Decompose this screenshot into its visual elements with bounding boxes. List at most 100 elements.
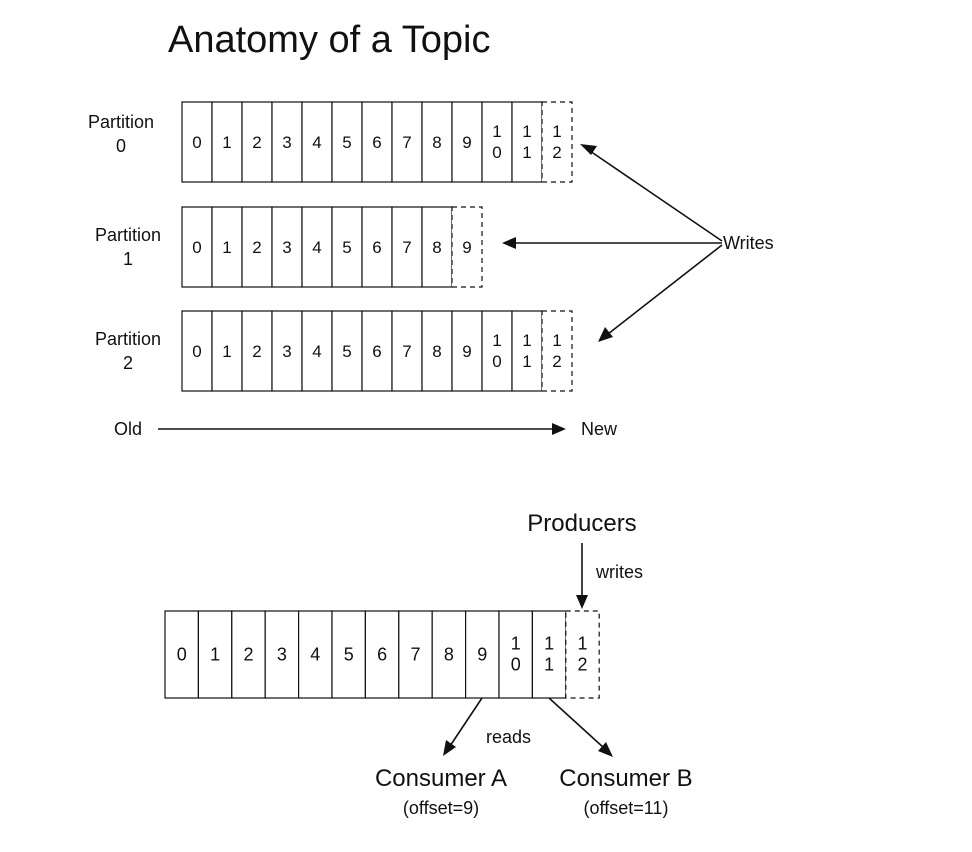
log-cell-9 xyxy=(465,610,500,699)
partition-0-cell-8 xyxy=(421,101,453,183)
consumer-b-read-arrowhead xyxy=(598,742,613,757)
partition-0-cell-7 xyxy=(391,101,423,183)
partition-2-cell-3 xyxy=(271,310,303,392)
partition-1-cell-label-9: 9 xyxy=(462,238,471,257)
writes-label: Writes xyxy=(723,233,774,253)
consumer-a-read-arrowhead xyxy=(443,740,456,756)
partition-0-cell-label-0: 0 xyxy=(192,133,201,152)
partition-0-cell-4 xyxy=(301,101,333,183)
reads-label: reads xyxy=(486,727,531,747)
log-cell-11 xyxy=(531,610,567,699)
partition-1-cell-label-6: 6 xyxy=(372,238,381,257)
partition-2-cell-label-8: 8 xyxy=(432,342,441,361)
diagram-title: Anatomy of a Topic xyxy=(168,19,490,61)
partition-2-cell-0 xyxy=(181,310,213,392)
consumer-a-offset: (offset=9) xyxy=(403,798,479,818)
partition-2-cell-label-3: 3 xyxy=(282,342,291,361)
timeline-arrowhead xyxy=(552,423,566,435)
partition-1-cell-4 xyxy=(301,206,333,288)
writes-arrowhead-partition-1 xyxy=(502,237,516,249)
partition-1-cell-label-4: 4 xyxy=(312,238,321,257)
log-cell-label-0: 0 xyxy=(177,645,187,665)
partition-2-cell-label-5: 5 xyxy=(342,342,351,361)
log-cell-4 xyxy=(298,610,333,699)
partition-0-cell-label-6: 6 xyxy=(372,133,381,152)
partition-1-cell-9 xyxy=(451,206,483,288)
writes-arrowhead-partition-2 xyxy=(598,327,613,342)
partition-1-cell-label-3: 3 xyxy=(282,238,291,257)
partition-0-cell-label-1: 1 xyxy=(222,133,231,152)
partition-0-cell-label-5: 5 xyxy=(342,133,351,152)
log-cell-5 xyxy=(331,610,367,699)
producers-write-arrowhead xyxy=(576,595,588,609)
log-cell-label-5: 5 xyxy=(344,645,354,665)
partition-0-label-line1: Partition xyxy=(88,112,154,132)
partition-2-label-line1: Partition xyxy=(95,329,161,349)
log-cell-3 xyxy=(264,610,300,699)
partition-0-label-line2: 0 xyxy=(116,136,126,156)
consumer-a-read-arrow xyxy=(449,697,483,747)
partition-0-cell-label-7: 7 xyxy=(402,133,411,152)
log-cell-label-1: 1 xyxy=(210,645,220,665)
producers-writes-label: writes xyxy=(595,562,643,582)
log-cell-7 xyxy=(398,610,433,699)
log-cell-label-6: 6 xyxy=(377,645,387,665)
partition-2-label-line2: 2 xyxy=(123,353,133,373)
partition-1-cell-label-5: 5 xyxy=(342,238,351,257)
writes-arrows xyxy=(502,144,723,342)
partition-1-cell-1 xyxy=(211,206,243,288)
partition-0-cell-6 xyxy=(361,101,393,183)
partition-2-cell-11 xyxy=(511,310,543,392)
timeline-old-label: Old xyxy=(114,419,142,439)
partition-0-cell-1 xyxy=(211,101,243,183)
partition-2-cell-10 xyxy=(481,310,513,392)
partition-0-cell-9 xyxy=(451,101,483,183)
partition-0-cell-10 xyxy=(481,101,513,183)
writes-arrow-partition-2 xyxy=(607,244,723,335)
partition-1-cell-label-8: 8 xyxy=(432,238,441,257)
partition-1-cell-label-7: 7 xyxy=(402,238,411,257)
partition-1-label-line2: 1 xyxy=(123,249,133,269)
partition-2-cell-label-6: 6 xyxy=(372,342,381,361)
log-cell-12 xyxy=(565,610,600,699)
log-cell-label-8: 8 xyxy=(444,645,454,665)
partition-1-label-line1: Partition xyxy=(95,225,161,245)
partition-2-cell-label-2: 2 xyxy=(252,342,261,361)
partition-1-cell-0 xyxy=(181,206,213,288)
log-cell-1 xyxy=(197,610,233,699)
log-cell-10 xyxy=(498,610,534,699)
partition-0-cell-label-2: 2 xyxy=(252,133,261,152)
consumer-b-name: Consumer B xyxy=(559,765,692,792)
log-cell-8 xyxy=(431,610,467,699)
partition-1-cell-5 xyxy=(331,206,363,288)
partition-0-cell-2 xyxy=(241,101,273,183)
partition-1-cell-label-0: 0 xyxy=(192,238,201,257)
partition-1-cell-3 xyxy=(271,206,303,288)
partition-2-cell-label-1: 1 xyxy=(222,342,231,361)
partition-0-cell-5 xyxy=(331,101,363,183)
partition-0-cell-label-4: 4 xyxy=(312,133,321,152)
log-cell-label-2: 2 xyxy=(243,645,253,665)
partition-2-cell-8 xyxy=(421,310,453,392)
partition-2-cell-6 xyxy=(361,310,393,392)
partition-2-cell-9 xyxy=(451,310,483,392)
partition-0-cell-12 xyxy=(541,101,573,183)
writes-arrow-partition-0 xyxy=(589,150,723,242)
partition-1-cell-6 xyxy=(361,206,393,288)
log-cell-label-7: 7 xyxy=(410,645,420,665)
consumer-a-name: Consumer A xyxy=(375,765,507,792)
partition-2-cell-label-0: 0 xyxy=(192,342,201,361)
writes-arrowhead-partition-0 xyxy=(580,144,597,155)
